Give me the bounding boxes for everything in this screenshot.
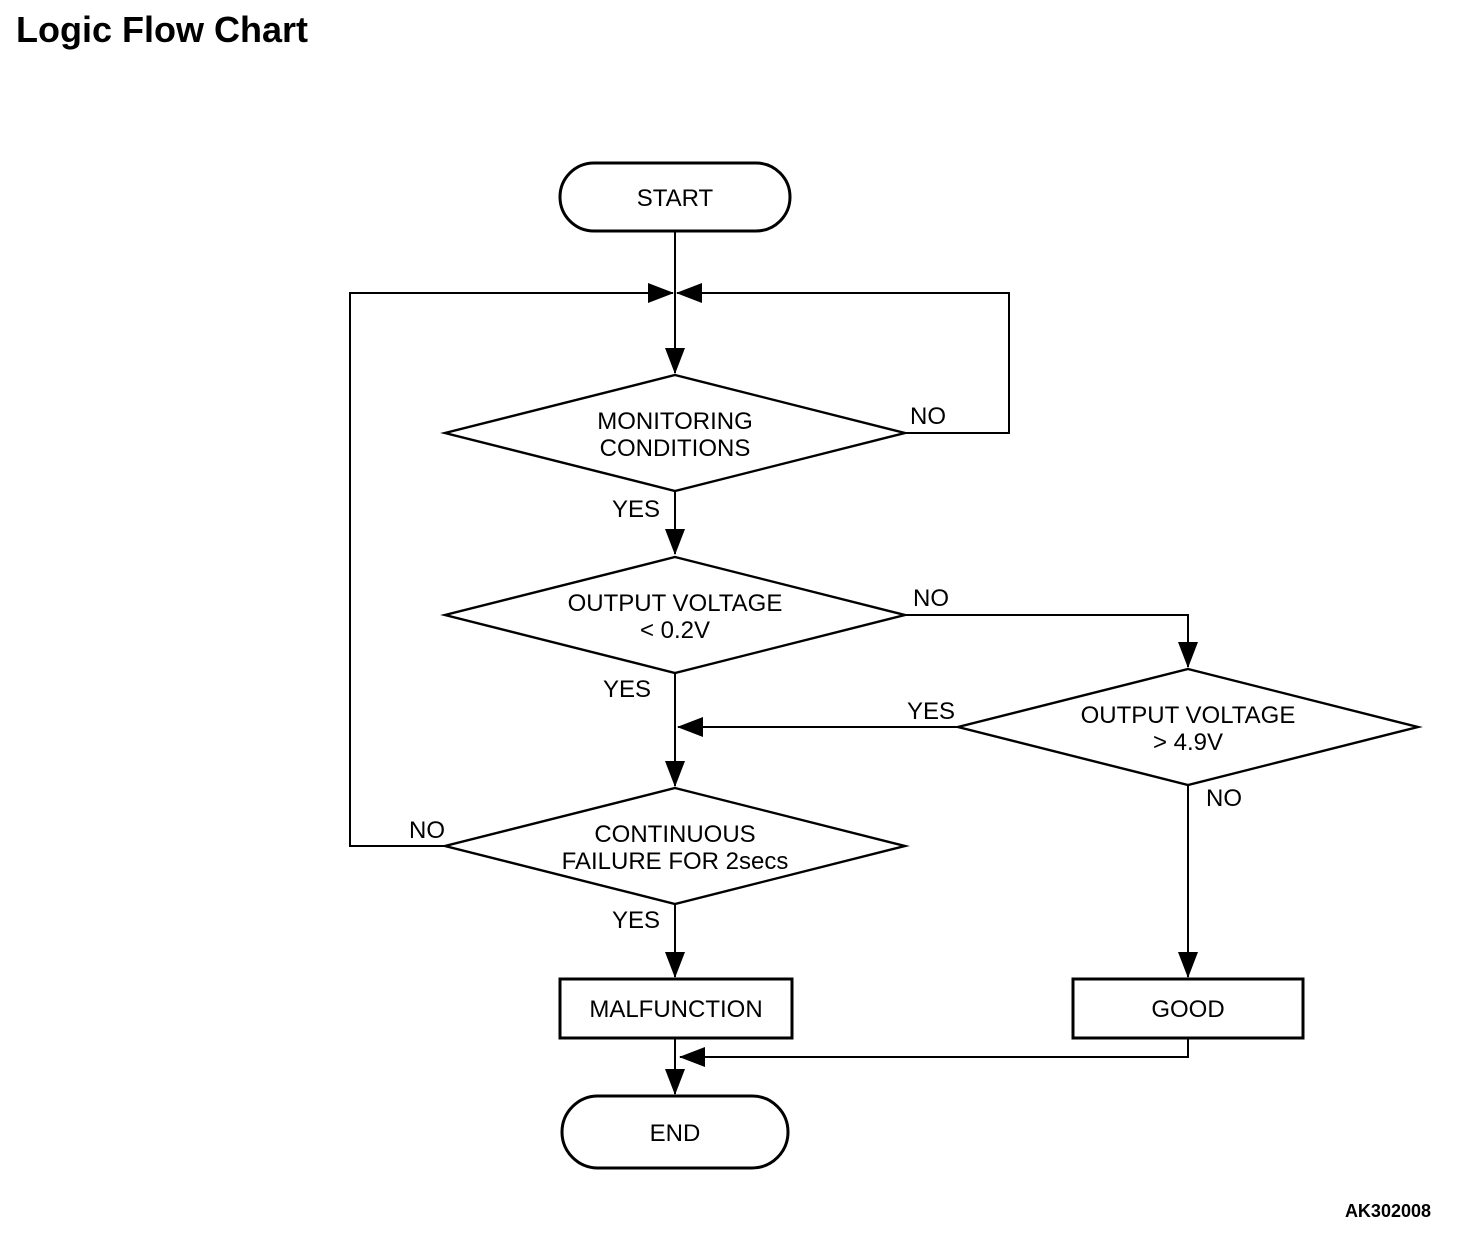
voltage-high-label-line1: OUTPUT VOLTAGE xyxy=(1081,702,1296,729)
malfunction-label: MALFUNCTION xyxy=(589,996,762,1023)
good-box-shape xyxy=(1071,977,1305,1040)
edge-good-to-end xyxy=(679,1038,1189,1067)
label-monitoring-yes: YES xyxy=(612,496,660,523)
edge-continuous-failure-no-loop xyxy=(349,283,674,847)
end-node: END xyxy=(560,1094,790,1170)
voltage-high-diamond-shape xyxy=(953,667,1423,787)
continuous-failure-label-line1: CONTINUOUS xyxy=(594,821,755,848)
monitoring-label-line1: MONITORING xyxy=(597,408,753,435)
label-voltage-high-yes: YES xyxy=(907,698,955,725)
label-continuous-failure-yes: YES xyxy=(612,907,660,934)
monitoring-label-line2: CONDITIONS xyxy=(600,435,751,462)
voltage-high-label-line2: > 4.9V xyxy=(1153,729,1223,756)
decision-output-voltage-high: OUTPUT VOLTAGE > 4.9V xyxy=(953,667,1423,787)
voltage-low-diamond-shape xyxy=(440,555,910,675)
label-voltage-high-no: NO xyxy=(1206,785,1242,812)
voltage-low-label-line2: < 0.2V xyxy=(640,617,710,644)
page-title: Logic Flow Chart xyxy=(16,9,308,50)
decision-output-voltage-low: OUTPUT VOLTAGE < 0.2V xyxy=(440,555,910,675)
voltage-low-label-line1: OUTPUT VOLTAGE xyxy=(568,590,783,617)
figure-code: AK302008 xyxy=(1345,1201,1431,1221)
decision-continuous-failure: CONTINUOUS FAILURE FOR 2secs xyxy=(440,786,910,906)
start-terminator-shape xyxy=(558,161,792,233)
label-continuous-failure-no: NO xyxy=(409,817,445,844)
start-node: START xyxy=(558,161,792,233)
end-terminator-shape xyxy=(560,1094,790,1170)
label-voltage-low-yes: YES xyxy=(603,676,651,703)
branch-labels: NO YES NO YES YES NO NO YES xyxy=(409,403,1242,934)
malfunction-box-shape xyxy=(558,977,794,1040)
continuous-failure-diamond-shape xyxy=(440,786,910,906)
decision-monitoring-conditions: MONITORING CONDITIONS xyxy=(440,373,910,493)
good-label: GOOD xyxy=(1151,996,1224,1023)
label-voltage-low-no: NO xyxy=(913,585,949,612)
edge-monitoring-no-loop xyxy=(676,283,1010,434)
process-malfunction: MALFUNCTION xyxy=(558,977,794,1040)
end-label: END xyxy=(650,1120,701,1147)
continuous-failure-label-line2: FAILURE FOR 2secs xyxy=(562,848,789,875)
monitoring-diamond-shape xyxy=(440,373,910,493)
edge-voltage-low-no xyxy=(905,614,1198,668)
process-good: GOOD xyxy=(1071,977,1305,1040)
start-label: START xyxy=(637,185,714,212)
connectors xyxy=(349,231,1198,1095)
label-monitoring-no: NO xyxy=(910,403,946,430)
